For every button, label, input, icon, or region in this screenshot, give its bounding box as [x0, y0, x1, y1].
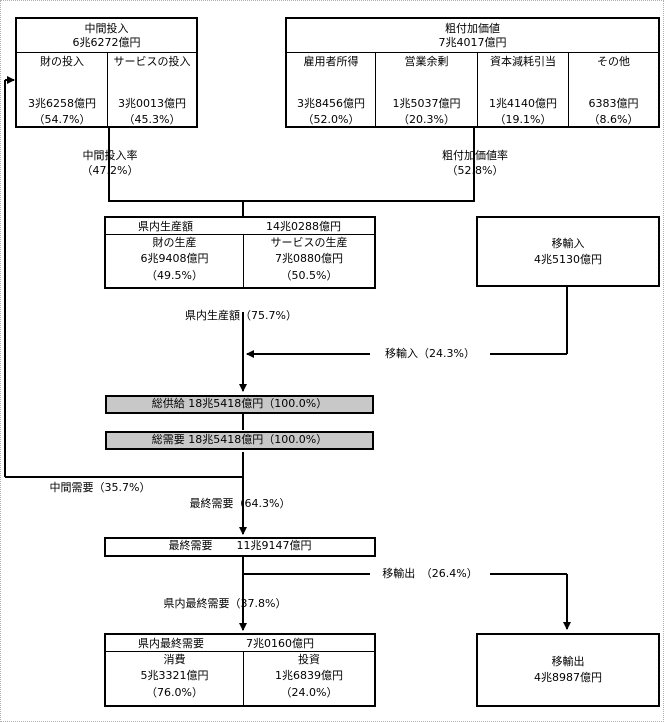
depreciation-label: 資本減耗引当 [490, 55, 556, 68]
final-demand-title: 最終需要 [168, 539, 213, 552]
intermediate-input-box: 中間投入 6兆6272億円 財の投入 3兆6258億円 （54.7%） サービス… [15, 17, 198, 128]
services-input-value: 3兆0013億円 [118, 97, 186, 110]
exports-box: 移輸出 4兆8987億円 [476, 633, 660, 707]
imports-title: 移輸入 [551, 237, 585, 250]
services-output-cell: サービスの生産 7兆0880億円 （50.5%） [244, 234, 374, 287]
domestic-final-demand-box: 県内最終需要 7兆0160億円 消費 5兆3321億円 （76.0%） 投資 1… [104, 633, 376, 707]
depreciation-value: 1兆4140億円 [489, 97, 557, 110]
compensation-cell: 雇用者所得 3兆8456億円 （52.0%） [287, 52, 375, 126]
intermediate-input-rate-label: 中間投入率 [82, 149, 138, 162]
services-output-value: 7兆0880億円 [275, 252, 343, 265]
other-cell: その他 6383億円 （8.6%） [569, 52, 658, 126]
consumption-label: 消費 [163, 653, 186, 666]
depreciation-pct: （19.1%） [494, 113, 552, 126]
operating-surplus-value: 1兆5037億円 [392, 97, 461, 110]
domestic-final-share-label: 県内最終需要（37.8%） [163, 597, 287, 610]
exports-share-label: 移輸出 （26.4%） [370, 567, 490, 580]
services-output-pct: （50.5%） [280, 269, 338, 282]
investment-cell: 投資 1兆6839億円 （24.0%） [244, 651, 374, 705]
total-supply-bar: 総供給 18兆5418億円（100.0%） [105, 395, 374, 414]
investment-value: 1兆6839億円 [275, 669, 343, 682]
operating-surplus-pct: （20.3%） [398, 113, 455, 126]
compensation-pct: （52.0%） [302, 113, 360, 126]
intermediate-input-title: 中間投入 [84, 22, 129, 35]
domestic-final-demand-total: 7兆0160億円 [246, 637, 314, 650]
operating-surplus-label: 営業余剰 [404, 55, 449, 68]
services-output-label: サービスの生産 [270, 236, 348, 249]
output-total: 14兆0288億円 [266, 220, 341, 233]
consumption-value: 5兆3321億円 [140, 669, 209, 682]
depreciation-cell: 資本減耗引当 1兆4140億円 （19.1%） [478, 52, 568, 126]
gross-value-added-title: 粗付加価値 [445, 22, 500, 35]
gross-value-added-total: 7兆4017億円 [438, 36, 507, 49]
goods-input-value: 3兆6258億円 [28, 97, 96, 110]
exports-value: 4兆8987億円 [534, 671, 602, 684]
goods-output-pct: （49.5%） [146, 269, 203, 282]
goods-input-pct: （54.7%） [33, 113, 91, 126]
intermediate-demand-label: 中間需要（35.7%） [49, 481, 151, 494]
value-added-rate-pct: （52.8%） [446, 164, 504, 177]
investment-pct: （24.0%） [280, 686, 338, 699]
total-demand-text: 総需要 18兆5418億円（100.0%） [151, 433, 328, 446]
final-demand-value: 11兆9147億円 [236, 539, 312, 552]
goods-input-label: 財の投入 [40, 55, 84, 68]
intermediate-input-total: 6兆6272億円 [72, 36, 141, 49]
other-pct: （8.6%） [588, 113, 639, 126]
consumption-pct: （76.0%） [146, 686, 203, 699]
imports-share-label: 移輸入（24.3%） [370, 347, 490, 360]
goods-output-cell: 財の生産 6兆9408億円 （49.5%） [106, 234, 243, 287]
investment-label: 投資 [298, 653, 320, 666]
gross-value-added-box: 粗付加価値 7兆4017億円 雇用者所得 3兆8456億円 （52.0%） 営業… [285, 17, 660, 128]
total-demand-bar: 総需要 18兆5418億円（100.0%） [105, 431, 374, 450]
value-added-rate-label: 粗付加価値率 [442, 149, 508, 162]
output-title: 県内生産額 [138, 220, 193, 233]
compensation-label: 雇用者所得 [303, 55, 359, 68]
domestic-final-demand-title: 県内最終需要 [138, 637, 204, 650]
consumption-cell: 消費 5兆3321億円 （76.0%） [106, 651, 243, 705]
intermediate-input-rate-pct: （47.2%） [81, 164, 139, 177]
other-value: 6383億円 [588, 97, 639, 110]
total-supply-text: 総供給 18兆5418億円（100.0%） [151, 397, 328, 410]
services-input-label: サービスの投入 [113, 55, 191, 68]
operating-surplus-cell: 営業余剰 1兆5037億円 （20.3%） [376, 52, 477, 126]
goods-output-label: 財の生産 [152, 236, 197, 249]
output-share-label: 県内生産額（75.7%） [185, 309, 297, 322]
services-input-pct: （45.3%） [123, 113, 181, 126]
exports-title: 移輸出 [551, 655, 585, 668]
services-input-cell: サービスの投入 3兆0013億円 （45.3%） [108, 52, 196, 126]
imports-box: 移輸入 4兆5130億円 [476, 216, 660, 287]
other-label: その他 [597, 55, 630, 68]
final-demand-bar: 最終需要 11兆9147億円 [104, 537, 376, 557]
output-box: 県内生産額 14兆0288億円 財の生産 6兆9408億円 （49.5%） サー… [104, 216, 376, 289]
compensation-value: 3兆8456億円 [297, 97, 365, 110]
final-demand-share-label: 最終需要（64.3%） [189, 497, 291, 510]
imports-value: 4兆5130億円 [534, 253, 602, 266]
goods-output-value: 6兆9408億円 [140, 252, 209, 265]
goods-input-cell: 財の投入 3兆6258億円 （54.7%） [17, 52, 107, 126]
